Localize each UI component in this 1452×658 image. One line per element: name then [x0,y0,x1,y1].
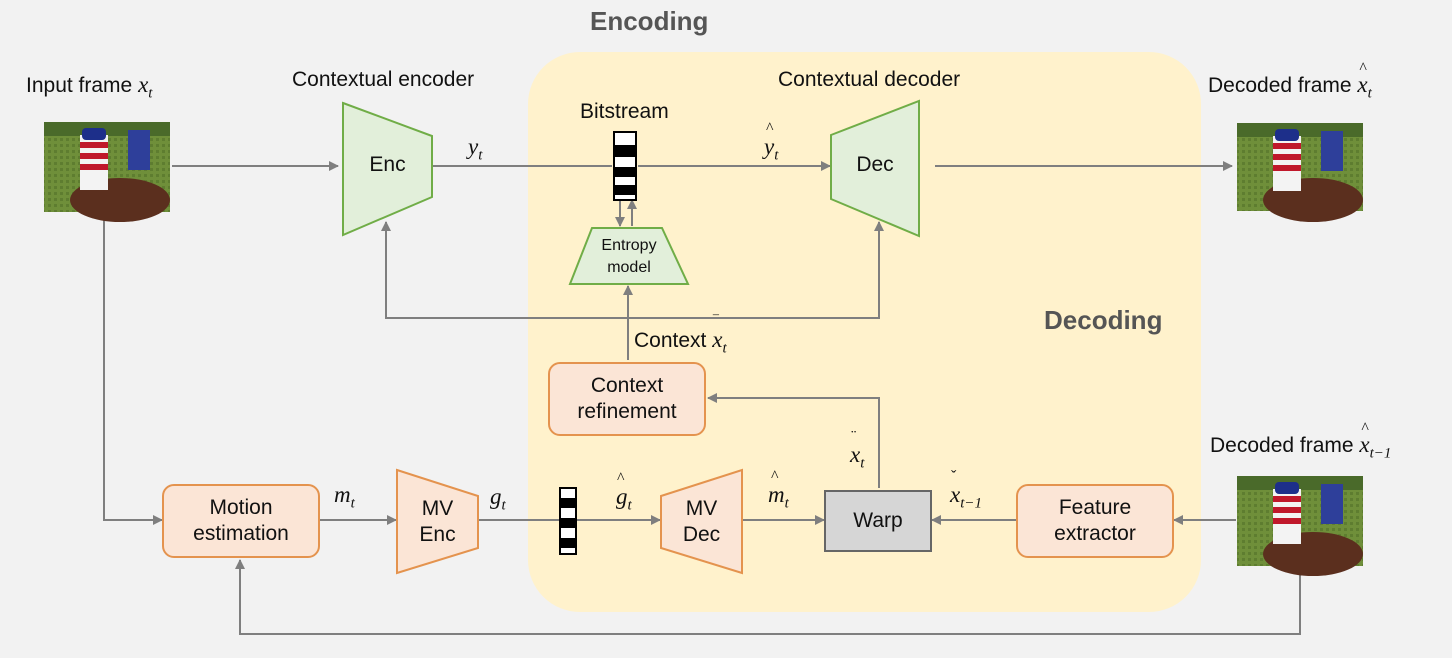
entropy-model-shape [568,227,690,285]
contextual-encoder-label: Contextual encoder [292,68,475,91]
arrow-input-to-motion [103,212,163,525]
previous-decoded-frame-label: Decoded frame ^xt−1 [1210,420,1392,462]
symbol-y-hat: ^yt [764,120,779,164]
encoding-title: Encoding [590,6,709,36]
warp-block: Warp [824,490,932,552]
previous-decoded-frame-symbol: ^xt−1 [1359,420,1392,462]
decoding-title: Decoding [1044,305,1163,335]
contextual-encoder-shape [342,101,433,237]
decoding-region [528,52,1201,612]
input-frame-label: Input frame xt [26,72,153,102]
decoded-frame-image [1237,123,1363,222]
symbol-m: mt [334,482,355,512]
symbol-g: gt [490,484,506,514]
decoded-frame-symbol: ^xt [1357,60,1372,102]
contextual-decoder-shape [830,99,920,238]
arrow-prevframe-to-motion [235,559,1301,635]
mv-dec-shape [660,468,743,575]
enc-label: Enc [369,153,406,176]
arrow-warp-to-refinement [707,393,880,488]
symbol-x-double-dot: ¨xt [850,428,865,472]
mv-enc-shape [396,468,479,575]
contextual-decoder-label: Contextual decoder [778,68,961,91]
dec-label: Dec [856,153,894,176]
symbol-m-hat: ^mt [768,468,789,512]
arrow-context-to-enc [381,221,628,319]
previous-decoded-frame-image [1237,476,1363,576]
decoded-frame-label: Decoded frame ^xt [1208,60,1372,102]
context-label: Context ‾xt [634,314,727,357]
input-frame-symbol: xt [138,72,153,102]
symbol-y: yt [468,134,483,164]
bitstream-label: Bitstream [580,100,669,123]
input-frame-image [44,122,170,222]
symbol-g-hat: ^gt [616,470,632,514]
bitstream-top [613,131,637,201]
context-symbol: ‾xt [712,314,727,357]
arrow-context-to-dec [628,221,884,319]
connectors [103,161,1301,635]
bitstream-bottom [559,487,577,555]
